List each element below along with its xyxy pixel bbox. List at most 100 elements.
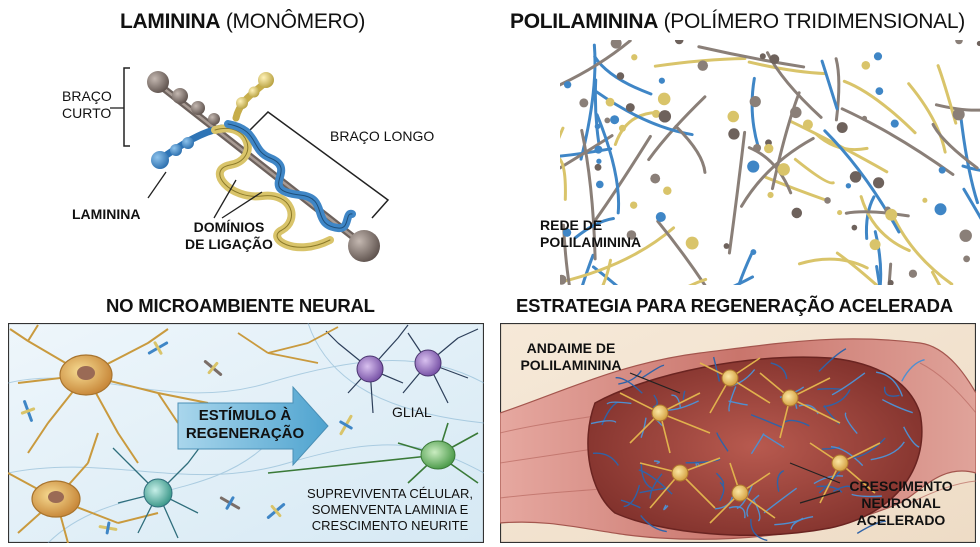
scaffold-fiber [830, 446, 864, 467]
network-fiber [961, 164, 980, 172]
network-bead [861, 115, 868, 122]
network-fiber [770, 91, 801, 191]
scaffold-fiber [652, 394, 658, 408]
network-fiber [591, 265, 619, 285]
network-fiber [656, 219, 707, 285]
scaffold-fiber [813, 475, 844, 485]
scaffold-fiber [671, 394, 682, 408]
scaffold-fiber [831, 372, 866, 396]
scaffold-fiber [763, 487, 798, 514]
network-bead [723, 243, 730, 249]
network-bead [959, 229, 972, 242]
network-bead [885, 208, 898, 221]
network-bead [955, 40, 963, 45]
scaffold-fiber [601, 401, 619, 426]
network-fiber [962, 187, 980, 220]
network-bead [657, 92, 671, 106]
network-fiber [890, 211, 954, 285]
network-bead [836, 122, 848, 134]
scaffold-fiber [663, 504, 669, 511]
network-bead [562, 228, 572, 237]
scaffold-fiber [750, 414, 783, 429]
scaffold-fiber [770, 362, 788, 379]
network-bead [769, 54, 780, 65]
network-fiber [793, 157, 835, 185]
network-fiber [834, 57, 841, 122]
label-laminina: LAMININA [72, 206, 141, 222]
network-bead [887, 279, 894, 285]
label-glial: GLIAL [392, 404, 432, 420]
network-bead [873, 177, 885, 189]
network-fiber [580, 128, 597, 261]
network-bead [626, 230, 637, 240]
network-fiber [820, 59, 839, 111]
network-bead [759, 53, 766, 60]
network-bead [749, 95, 761, 108]
scaffold-fiber [750, 518, 768, 542]
scaffold-fiber [774, 517, 804, 526]
scaffold-fiber [816, 485, 843, 493]
network-fiber [581, 253, 595, 285]
network-bead [697, 60, 709, 71]
network-fiber [560, 40, 632, 87]
network-bead [594, 123, 601, 130]
scaffold-fiber [901, 359, 925, 382]
network-fiber [934, 103, 980, 112]
network-bead [952, 108, 965, 121]
network-bead [579, 98, 589, 108]
scaffold-fiber [685, 458, 721, 464]
network-bead [747, 160, 760, 173]
scaffold-fiber [590, 420, 617, 425]
network-bead [922, 197, 928, 203]
network-bead [658, 77, 665, 84]
network-fiber [688, 277, 708, 285]
scaffold-fiber [615, 377, 643, 394]
network-bead [851, 224, 858, 231]
network-fiber [930, 270, 942, 285]
network-bead [605, 97, 615, 107]
network-bead [594, 145, 603, 154]
scaffold-fiber [762, 433, 785, 448]
title-laminina: LAMININA (MONÔMERO) [120, 10, 366, 33]
network-bead [652, 109, 661, 118]
scaffold-fiber [736, 483, 754, 510]
network-fiber [697, 45, 806, 69]
scaffold-fiber [640, 464, 653, 489]
scaffold-fiber [783, 419, 810, 427]
network-fiber [907, 82, 947, 154]
network-fiber [875, 265, 882, 285]
scaffold-fiber [623, 484, 641, 508]
network-bead [631, 54, 638, 61]
network-fiber [739, 136, 815, 208]
scaffold-fiber [821, 446, 841, 450]
network-bead [802, 119, 813, 130]
network-fiber [674, 124, 707, 174]
network-bead [563, 81, 572, 89]
scaffold-fiber [883, 386, 900, 397]
network-fiber [859, 195, 911, 253]
scaffold-fiber [903, 426, 920, 448]
network-bead [594, 163, 602, 171]
network-bead [727, 110, 740, 123]
polylaminin-network [560, 40, 980, 285]
network-fiber [560, 157, 567, 201]
title-polilaminina: POLILAMININA (POLÍMERO TRIDIMENSIONAL) [510, 10, 965, 33]
network-bead [938, 166, 946, 174]
scaffold-fiber [823, 389, 851, 408]
scaffold-fiber [728, 386, 737, 412]
network-fiber [747, 60, 827, 76]
network-bead [908, 269, 918, 278]
network-bead [934, 203, 947, 216]
network-bead [596, 158, 602, 164]
network-bead [890, 119, 899, 128]
scaffold-fiber [881, 398, 913, 414]
network-bead [560, 274, 567, 285]
network-bead [790, 106, 802, 119]
scaffold-fiber [618, 370, 642, 385]
network-bead [595, 180, 604, 189]
network-bead [764, 143, 774, 154]
